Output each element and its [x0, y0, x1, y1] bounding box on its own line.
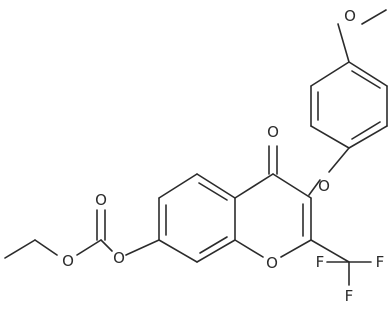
fluorine-left-label: F [316, 253, 325, 271]
aryl-ether-oxygen-label: O [318, 177, 330, 195]
ring-oxygen-label: O [266, 254, 278, 272]
trifluoromethyl-group [310, 239, 372, 286]
fluorine-right-label: F [376, 253, 385, 271]
atom-labels: O O O O O O O F F F [62, 7, 384, 305]
carbonate-top-oxygen-label: O [95, 191, 107, 209]
aryl-ether-bonds [308, 147, 350, 196]
carbonate-left-oxygen-label: O [62, 252, 74, 270]
ketone-bond [268, 145, 278, 175]
methoxyphenyl-ring [310, 61, 388, 149]
ester-oxygen-label: O [113, 249, 125, 267]
methoxy-group [337, 9, 387, 63]
methoxy-oxygen-label: O [344, 7, 356, 25]
fluorine-bottom-label: F [345, 287, 354, 305]
carbonate-group [4, 209, 160, 259]
benzo-ring [158, 173, 236, 263]
ketone-oxygen-label: O [267, 123, 279, 141]
pyranone-ring [234, 173, 312, 258]
